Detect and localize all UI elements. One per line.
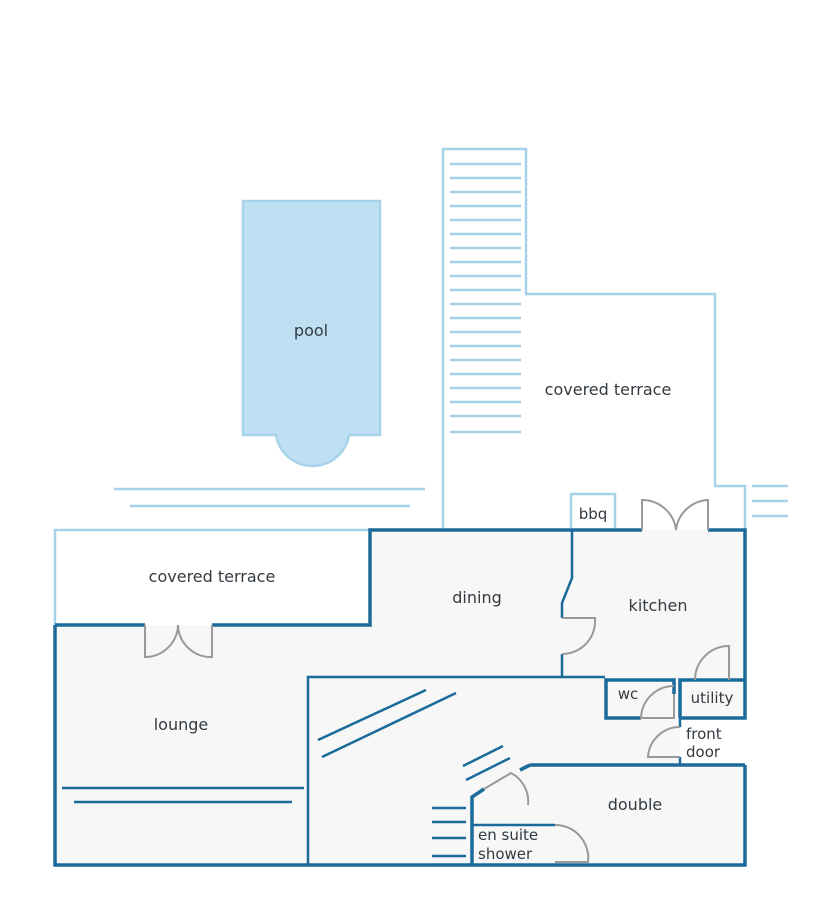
- en-suite-label-line2: shower: [478, 845, 533, 863]
- wc-door: [639, 685, 675, 719]
- pool: [241, 199, 382, 468]
- pool-steps: [114, 487, 425, 508]
- double-walls: [470, 763, 531, 865]
- bbq-label: bbq: [579, 505, 608, 523]
- lounge-terrace-door: [144, 624, 213, 659]
- covered-terrace-top-outline: [441, 147, 747, 530]
- kitchen-label: kitchen: [629, 596, 688, 615]
- en-suite-door: [554, 823, 590, 863]
- side-steps: [752, 484, 788, 518]
- house: [53, 528, 747, 867]
- front-door: [646, 725, 681, 758]
- en-suite-label-line1: en suite: [478, 826, 538, 844]
- wc-walls: [604, 678, 676, 720]
- front-door-label-line1: front: [686, 725, 722, 743]
- kitchen-terrace-door: [641, 498, 709, 531]
- inner-rooms-outline: [306, 675, 605, 865]
- double-door: [483, 771, 530, 806]
- outer-wall: [53, 528, 747, 867]
- dining-label: dining: [452, 588, 501, 607]
- covered-terrace-left-outline: [53, 528, 370, 625]
- pool-label: pool: [294, 321, 328, 340]
- lounge-lines: [62, 786, 304, 804]
- utility-walls: [678, 678, 745, 718]
- utility-door: [694, 644, 730, 681]
- double-label: double: [608, 795, 663, 814]
- doors: [144, 498, 730, 863]
- en-suite-walls: [472, 823, 555, 867]
- deck-slats: [450, 162, 521, 434]
- lounge-label: lounge: [154, 715, 209, 734]
- covered-terrace-left-label: covered terrace: [149, 567, 276, 586]
- utility-label: utility: [691, 689, 734, 707]
- front-door-label-line2: door: [686, 743, 721, 761]
- bbq: [569, 492, 617, 532]
- outdoor-areas: [53, 147, 788, 625]
- covered-terrace-top-label: covered terrace: [545, 380, 672, 399]
- wc-label: wc: [618, 685, 639, 703]
- kitchen-partition: [560, 530, 574, 676]
- stairs: [317, 688, 511, 858]
- room-labels: pool covered terrace covered terrace bbq…: [149, 321, 734, 863]
- house-fill: [55, 530, 745, 865]
- kitchen-door: [561, 617, 597, 656]
